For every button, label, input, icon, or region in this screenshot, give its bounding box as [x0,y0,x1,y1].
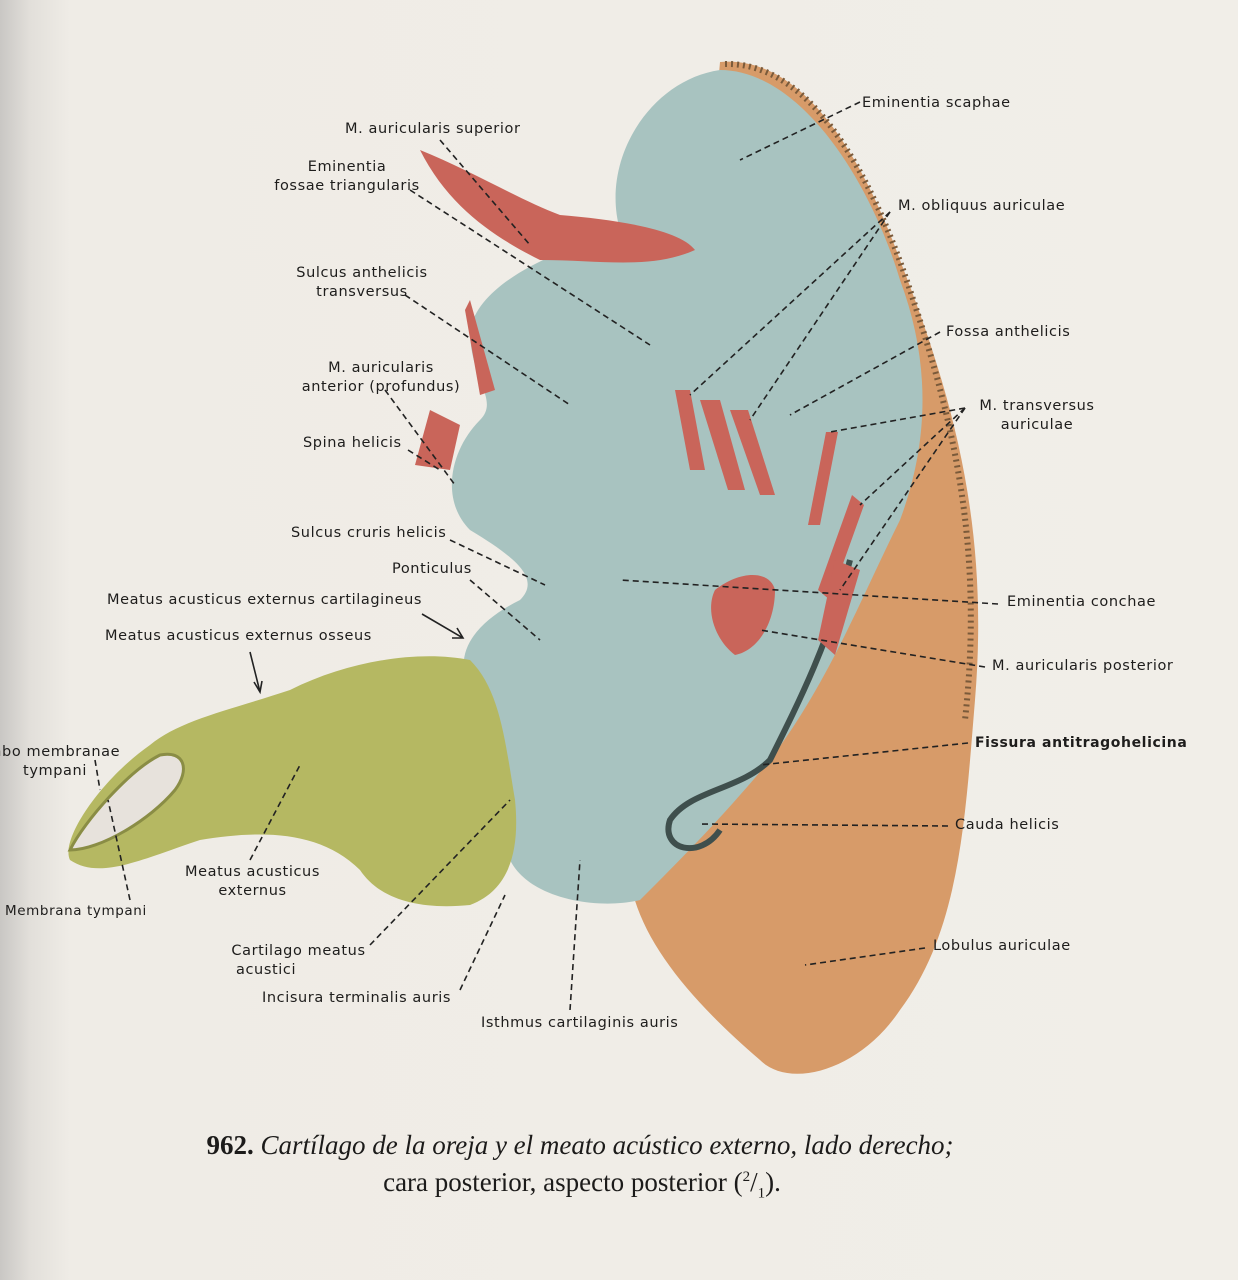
figure-caption-line1: 962. Cartílago de la oreja y el meato ac… [0,1130,1160,1161]
fissura-shadow [665,559,853,851]
figure-title: Cartílago de la oreja y el meato acústic… [260,1130,954,1160]
label-m-obliquus: M. obliquus auriculae [898,198,1066,214]
label-ponticulus: Ponticulus [392,561,472,577]
m-transversus-auriculae [808,432,864,600]
helix-rim [724,60,974,721]
auricle-cartilage [451,70,923,904]
label-meatus-acusticus-externus: Meatus acusticus externus [180,863,325,901]
label-line: fossae triangularis [274,178,420,194]
label-eminentia-fossae-triangularis: Eminentia fossae triangularis [272,158,422,196]
label-m-transversus: M. transversus auriculae [972,397,1102,435]
arrows [249,613,465,695]
label-line: externus [218,883,287,899]
m-auricularis-superior [420,150,695,263]
label-fossa-anthelicis: Fossa anthelicis [946,324,1071,340]
leader-lines [94,101,999,1011]
label-line: auriculae [1000,417,1074,433]
ratio-numerator: 2 [742,1169,751,1185]
label-line: Limbo membranae [0,744,121,760]
label-line: transversus [316,284,408,300]
label-sulcus-cruris-helicis: Sulcus cruris helicis [291,525,447,541]
external-acoustic-meatus [68,656,517,907]
label-incisura-terminalis: Incisura terminalis auris [262,990,452,1006]
m-obliquus-auriculae [675,390,775,495]
caption-text: cara posterior, aspecto posterior ( [383,1167,743,1197]
label-membrana-tympani: Membrana tympani [5,903,147,919]
label-m-auricularis-posterior: M. auricularis posterior [992,658,1174,674]
label-lobulus: Lobulus auriculae [933,938,1071,954]
label-line: Cartilago meatus [231,943,366,959]
label-cauda-helicis: Cauda helicis [955,817,1060,833]
label-line: anterior (profundus) [301,379,461,395]
figure-number: 962. [206,1130,254,1160]
spina-helicis-muscle [415,410,460,470]
figure-caption-line2: cara posterior, aspecto posterior (2/1). [383,1167,781,1202]
caption-end: ). [765,1167,781,1197]
label-line: Meatus acusticus [185,864,320,880]
label-line: M. transversus [979,398,1095,414]
label-line: tympani [23,763,87,779]
label-eminentia-scaphae: Eminentia scaphae [862,95,1011,111]
label-line: acustici [236,962,297,978]
label-cartilago-meatus-acustici: Cartilago meatus acustici [226,942,371,980]
label-meatus-osseus: Meatus acusticus externus osseus [105,628,372,644]
label-sulcus-anthelicis-transversus: Sulcus anthelicis transversus [292,264,432,302]
m-auricularis-posterior [711,575,775,655]
ratio-denominator: 1 [757,1185,766,1202]
label-spina-helicis: Spina helicis [303,435,402,451]
label-meatus-cartilagineus: Meatus acusticus externus cartilagineus [107,592,423,608]
label-eminentia-conchae: Eminentia conchae [1007,594,1157,610]
label-line: Eminentia [307,159,387,175]
label-fissura: Fissura antitragohelicina [975,735,1188,751]
m-transversus-lower [818,560,860,655]
tympanic-membrane [67,752,185,852]
label-m-auricularis-anterior: M. auricularis anterior (profundus) [298,359,464,397]
m-auricularis-anterior [465,300,495,395]
label-line: Sulcus anthelicis [296,265,428,281]
label-m-auricularis-superior: M. auricularis superior [345,121,521,137]
label-isthmus: Isthmus cartilaginis auris [481,1015,679,1031]
label-line: M. auricularis [328,360,434,376]
label-limbo-membranae-tympani: Limbo membranae tympani [0,743,121,781]
